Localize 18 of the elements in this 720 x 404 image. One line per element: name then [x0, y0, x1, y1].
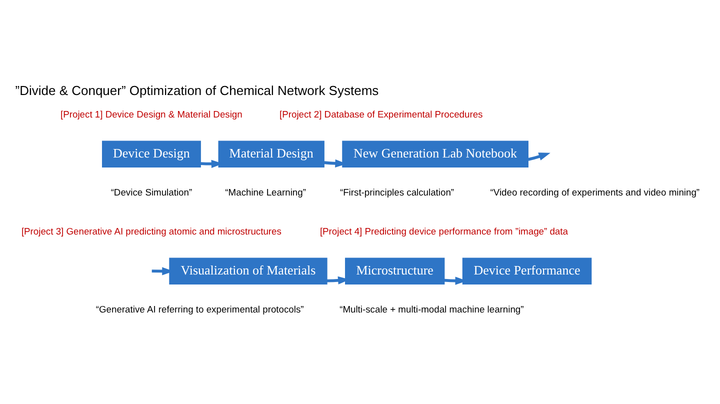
node-label: “Machine Learning”: [225, 187, 306, 198]
node-label: “First-principles calculation”: [340, 187, 454, 198]
node-box: New Generation Lab Notebook: [342, 140, 528, 167]
node-label: “Device Simulation”: [110, 187, 192, 198]
node-box: Visualization of Materials: [169, 257, 328, 284]
label: [Project 1] Device Design & Material Design: [60, 109, 242, 120]
node-box: Material Design: [218, 140, 324, 167]
node-label: “Generative AI referring to experimental protocols”: [96, 304, 304, 314]
label: “Multi-scale + multi-modal machine learning”: [340, 304, 524, 314]
label: [Project 4] Predicting device performance from ”image” data: [320, 226, 568, 236]
node-label: “Video recording of experiments and video mining”: [490, 187, 700, 198]
label: [Project 2] Database of Experimental Procedures: [280, 109, 483, 120]
diagram-title: ”Divide & Conquer” Optimization of Chemical Network Systems: [15, 82, 379, 98]
node-box: Microstructure: [345, 257, 445, 284]
node-box: Device Design: [102, 140, 201, 167]
label: [Project 3] Generative AI predicting atomic and microstructures: [21, 226, 282, 236]
node-box: Device Performance: [462, 257, 592, 284]
arrow: [528, 152, 550, 160]
